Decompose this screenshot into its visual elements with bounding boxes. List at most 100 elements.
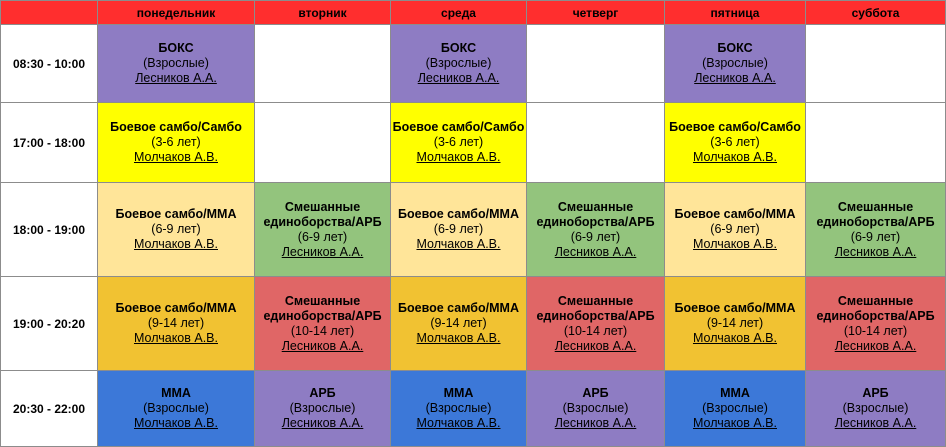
coach-link[interactable]: Лесников А.А.: [281, 244, 364, 259]
class-cell-friday: Боевое самбо/Самбо(3-6 лет)Молчаков А.В.: [664, 102, 806, 183]
class-cell-tuesday: АРБ(Взрослые)Лесников А.А.: [254, 370, 391, 447]
coach-link[interactable]: Молчаков А.В.: [416, 150, 501, 164]
time-slot-label: 17:00 - 18:00: [0, 102, 98, 183]
class-cell-friday: БОКС(Взрослые)Лесников А.А.: [664, 24, 806, 103]
coach-link[interactable]: Лесников А.А.: [834, 338, 917, 353]
coach-link[interactable]: Лесников А.А.: [554, 338, 637, 353]
coach-link[interactable]: Лесников А.А.: [834, 416, 917, 430]
coach-link[interactable]: Молчаков А.В.: [692, 416, 777, 430]
class-cell-monday: Боевое самбо/Самбо(3-6 лет)Молчаков А.В.: [97, 102, 255, 183]
class-age-group: (Взрослые): [425, 56, 492, 70]
class-title: Боевое самбо/ММА: [398, 207, 519, 221]
class-cell-saturday: Смешанные единоборства/АРБ(10-14 лет)Лес…: [805, 276, 946, 371]
header-day-tuesday: вторник: [254, 0, 391, 25]
class-info: Боевое самбо/ММА(9-14 лет)Молчаков А.В.: [392, 301, 526, 346]
header-corner: [0, 0, 98, 25]
coach-link[interactable]: Молчаков А.В.: [133, 150, 218, 164]
coach-link[interactable]: Лесников А.А.: [281, 416, 364, 430]
class-age-group: (6-9 лет): [151, 222, 201, 236]
class-title: Боевое самбо/ММА: [115, 207, 237, 221]
class-cell-saturday: АРБ(Взрослые)Лесников А.А.: [805, 370, 946, 447]
class-cell-tuesday: [254, 102, 391, 183]
class-title: Боевое самбо/ММА: [115, 301, 237, 315]
class-info: ММА(Взрослые)Молчаков А.В.: [666, 386, 805, 431]
coach-link[interactable]: Молчаков А.В.: [692, 331, 777, 345]
class-title: Смешанные единоборства/АРБ: [263, 199, 382, 229]
coach-link[interactable]: Молчаков А.В.: [692, 150, 777, 164]
schedule-header: понедельник вторник среда четверг пятниц…: [0, 0, 946, 25]
class-title: Смешанные единоборства/АРБ: [263, 293, 382, 323]
class-age-group: (3-6 лет): [433, 135, 484, 149]
coach-link[interactable]: Молчаков А.В.: [133, 237, 218, 251]
coach-link[interactable]: Лесников А.А.: [135, 71, 217, 85]
class-age-group: (10-14 лет): [843, 323, 908, 338]
class-age-group: (6-9 лет): [570, 229, 621, 244]
class-age-group: (3-6 лет): [151, 135, 201, 149]
class-cell-tuesday: Смешанные единоборства/АРБ(6-9 лет)Лесни…: [254, 182, 391, 277]
class-age-group: (Взрослые): [702, 401, 768, 415]
coach-link[interactable]: Молчаков А.В.: [416, 237, 501, 251]
class-age-group: (6-9 лет): [710, 222, 760, 236]
class-info: Смешанные единоборства/АРБ(6-9 лет)Лесни…: [807, 200, 945, 260]
coach-link[interactable]: Молчаков А.В.: [416, 331, 501, 345]
header-day-saturday: суббота: [805, 0, 946, 25]
coach-link[interactable]: Молчаков А.В.: [692, 237, 777, 251]
class-info: БОКС(Взрослые)Лесников А.А.: [666, 41, 805, 86]
class-info: Боевое самбо/Самбо(3-6 лет)Молчаков А.В.: [392, 120, 526, 165]
class-age-group: (Взрослые): [143, 401, 209, 415]
class-info: Боевое самбо/ММА(6-9 лет)Молчаков А.В.: [392, 207, 526, 252]
coach-link[interactable]: Лесников А.А.: [694, 71, 776, 85]
coach-link[interactable]: Молчаков А.В.: [133, 416, 218, 430]
coach-link[interactable]: Лесников А.А.: [554, 244, 637, 259]
coach-link[interactable]: Лесников А.А.: [417, 71, 500, 85]
class-title: Боевое самбо/Самбо: [392, 120, 525, 134]
class-info: Боевое самбо/ММА(9-14 лет)Молчаков А.В.: [666, 301, 805, 346]
class-title: Смешанные единоборства/АРБ: [536, 293, 655, 323]
class-cell-wednesday: ММА(Взрослые)Молчаков А.В.: [390, 370, 527, 447]
class-info: Смешанные единоборства/АРБ(10-14 лет)Лес…: [807, 293, 945, 354]
class-age-group: (Взрослые): [562, 401, 629, 415]
class-cell-saturday: Смешанные единоборства/АРБ(6-9 лет)Лесни…: [805, 182, 946, 277]
coach-link[interactable]: Лесников А.А.: [281, 338, 364, 353]
class-title: Боевое самбо/ММА: [674, 301, 796, 315]
class-info: АРБ(Взрослые)Лесников А.А.: [807, 386, 945, 431]
header-row: понедельник вторник среда четверг пятниц…: [0, 0, 946, 25]
time-slot-label: 08:30 - 10:00: [0, 24, 98, 103]
class-title: Боевое самбо/ММА: [398, 301, 519, 315]
class-info: Боевое самбо/ММА(6-9 лет)Молчаков А.В.: [666, 207, 805, 252]
class-age-group: (9-14 лет): [706, 316, 764, 330]
class-age-group: (Взрослые): [289, 401, 356, 415]
class-age-group: (10-14 лет): [290, 323, 355, 338]
class-info: БОКС(Взрослые)Лесников А.А.: [392, 41, 526, 86]
time-slot-label: 20:30 - 22:00: [0, 370, 98, 447]
class-cell-monday: БОКС(Взрослые)Лесников А.А.: [97, 24, 255, 103]
class-title: Смешанные единоборства/АРБ: [816, 293, 935, 323]
class-cell-saturday: [805, 24, 946, 103]
class-cell-thursday: [526, 24, 665, 103]
class-title: Смешанные единоборства/АРБ: [536, 199, 655, 229]
class-title: АРБ: [582, 386, 609, 400]
class-title: АРБ: [309, 386, 336, 400]
coach-link[interactable]: Молчаков А.В.: [416, 416, 501, 430]
coach-link[interactable]: Лесников А.А.: [554, 416, 637, 430]
coach-link[interactable]: Лесников А.А.: [834, 244, 917, 259]
time-slot-label: 19:00 - 20:20: [0, 276, 98, 371]
class-age-group: (Взрослые): [702, 56, 768, 70]
class-info: Смешанные единоборства/АРБ(10-14 лет)Лес…: [528, 293, 664, 354]
class-cell-monday: Боевое самбо/ММА(9-14 лет)Молчаков А.В.: [97, 276, 255, 371]
class-age-group: (6-9 лет): [433, 222, 484, 236]
class-title: АРБ: [862, 386, 889, 400]
class-cell-thursday: Смешанные единоборства/АРБ(6-9 лет)Лесни…: [526, 182, 665, 277]
class-cell-thursday: [526, 102, 665, 183]
class-info: Смешанные единоборства/АРБ(6-9 лет)Лесни…: [256, 199, 390, 260]
class-age-group: (10-14 лет): [563, 323, 628, 338]
class-info: Боевое самбо/Самбо(3-6 лет)Молчаков А.В.: [666, 120, 805, 165]
coach-link[interactable]: Молчаков А.В.: [133, 331, 218, 345]
class-cell-wednesday: Боевое самбо/ММА(9-14 лет)Молчаков А.В.: [390, 276, 527, 371]
header-day-wednesday: среда: [390, 0, 527, 25]
